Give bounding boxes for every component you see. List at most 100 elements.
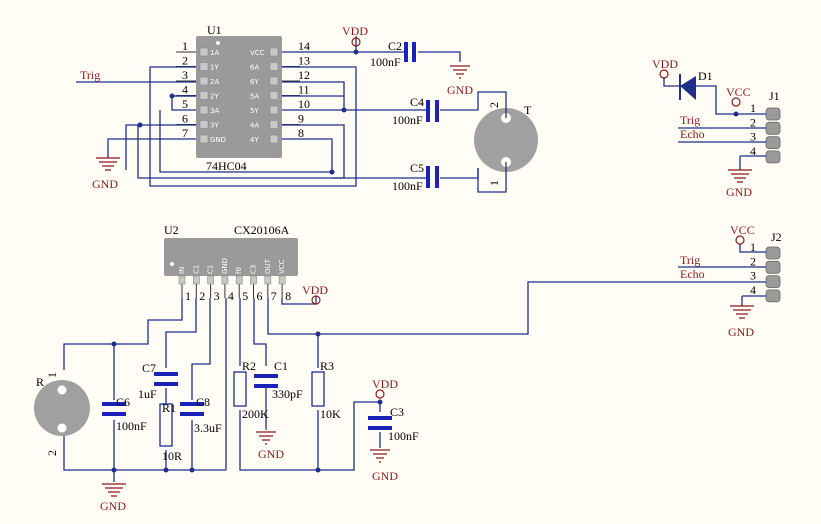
j1-pin-number: 3 [750, 130, 756, 144]
u1-pin-pad [269, 47, 279, 57]
d1-ref: D1 [698, 69, 713, 83]
j2-trig-label: Trig [680, 253, 700, 267]
u1-body [196, 36, 282, 158]
c6-capacitor: C6 100nF [102, 395, 147, 433]
r-pin-2: 2 [45, 450, 59, 456]
c3-ref: C3 [390, 405, 404, 419]
u1-pin-pad [199, 120, 209, 129]
u1-pin-number: 5 [182, 97, 188, 111]
j2-gnd-label: GND [728, 325, 754, 339]
u2-part: CX20106A [234, 223, 290, 237]
j2-pin-body [765, 289, 781, 303]
u2-pin-number: 8 [285, 289, 291, 303]
u2-pin-pad [178, 275, 186, 285]
t-ref: T [524, 103, 532, 117]
j2-pin-body [765, 260, 781, 274]
u1-pin-number: 10 [298, 97, 310, 111]
c7-capacitor: C7 1uF [138, 361, 178, 401]
u1-pin-name: 2A [210, 78, 219, 86]
d1-diode: D1 [663, 69, 736, 115]
u1-pin-name: 3Y [210, 122, 219, 130]
u1-inverter: U1 74HC04 [196, 23, 282, 173]
r1-value: 10R [162, 449, 182, 463]
gnd-symbol-c2: GND [447, 65, 473, 97]
r-ref: R [36, 375, 44, 389]
u2-pin-pad [250, 275, 257, 285]
u2-pin-name: VCC [278, 259, 286, 274]
u2-pin-pad [193, 275, 200, 285]
u2-ref: U2 [164, 223, 179, 237]
u1-pin-pad [199, 134, 209, 144]
u1-pin-pad [269, 76, 279, 86]
j1-pin-body [765, 107, 781, 121]
j1-pin-body [765, 121, 781, 135]
c8-ref: C8 [196, 395, 210, 409]
u2-pin-number: 3 [214, 289, 220, 303]
gnd-label-c1: GND [258, 447, 284, 461]
u2-pin-pad [235, 275, 243, 285]
j1-pin-number: 2 [750, 115, 756, 129]
u2-pin-number: 2 [199, 289, 205, 303]
u1-pin-number: 9 [298, 112, 304, 126]
j1-pin-number: 4 [750, 144, 756, 158]
u1-pin-pad [269, 134, 279, 144]
c2-ref: C2 [388, 39, 402, 53]
c7-ref: C7 [142, 361, 156, 375]
u2-pin-name: IN [178, 267, 186, 274]
c5-value: 100nF [392, 179, 423, 193]
c3-capacitor: C3 100nF [368, 405, 419, 443]
u1-pin-pad [269, 62, 279, 71]
c5-capacitor: C5 100nF [392, 161, 439, 193]
u2-pin-name: C3 [250, 265, 258, 274]
c8-capacitor: C8 3.3uF [180, 395, 222, 435]
gnd-symbol-u1: GND [92, 157, 120, 191]
u1-pin-name: 4A [250, 122, 259, 130]
u1-pin-number: 7 [182, 126, 188, 140]
u1-pin-name: 4Y [250, 136, 259, 144]
u1-pin-pad [199, 76, 209, 86]
r1-ref: R1 [162, 401, 176, 415]
u1-pin-pad [269, 120, 279, 129]
u1-pin-name: 5Y [250, 107, 259, 115]
c4-value: 100nF [392, 113, 423, 127]
gnd-label-c3: GND [372, 469, 398, 483]
u2-pin-number: 1 [185, 289, 191, 303]
u2-pin-pad [221, 275, 229, 285]
j1-pin-body [765, 150, 781, 164]
c1-value: 330pF [272, 387, 303, 401]
c2-capacitor: C2 100nF [370, 39, 416, 69]
vcc-label-j1: VCC [726, 85, 751, 99]
vdd-symbol-c3: VDD [372, 377, 398, 399]
u2-body [164, 238, 298, 276]
c4-capacitor: C4 100nF [392, 95, 439, 127]
c5-ref: C5 [410, 161, 424, 175]
u1-pin-name: 6Y [250, 78, 259, 86]
u1-pin-pad [269, 105, 279, 115]
u1-pin-pad [199, 105, 209, 115]
c1-capacitor: C1 330pF [254, 359, 303, 401]
vdd-symbol-d1: VDD [652, 57, 678, 79]
u1-pin-name: 1A [210, 49, 219, 57]
receiver-transducer: R 1 2 [34, 372, 90, 456]
u1-pin-name: 3A [210, 107, 219, 115]
c4-ref: C4 [410, 95, 424, 109]
j2-echo-label: Echo [680, 267, 705, 281]
t-pin-1: 1 [487, 180, 501, 186]
j2-pin-number: 1 [750, 240, 756, 254]
u2-wiring [63, 281, 766, 482]
u1-pin-pad [269, 91, 279, 100]
u1-pin-number: 8 [298, 126, 304, 140]
r2-resistor: R2 200K [233, 359, 269, 421]
u1-pin-name: 2Y [210, 93, 219, 101]
c1-ref: C1 [274, 359, 288, 373]
trig-label-u1: Trig [80, 68, 100, 82]
r3-ref: R3 [320, 359, 334, 373]
gnd-symbol-c3: GND [370, 449, 398, 483]
u2-pin-name: OUT [264, 258, 272, 274]
u2-pin1-marker [170, 262, 174, 266]
j2-pin-body [765, 275, 781, 289]
vdd-label-u2: VDD [302, 283, 328, 297]
r2-value: 200K [242, 407, 269, 421]
u1-pin-name: 5A [250, 93, 259, 101]
